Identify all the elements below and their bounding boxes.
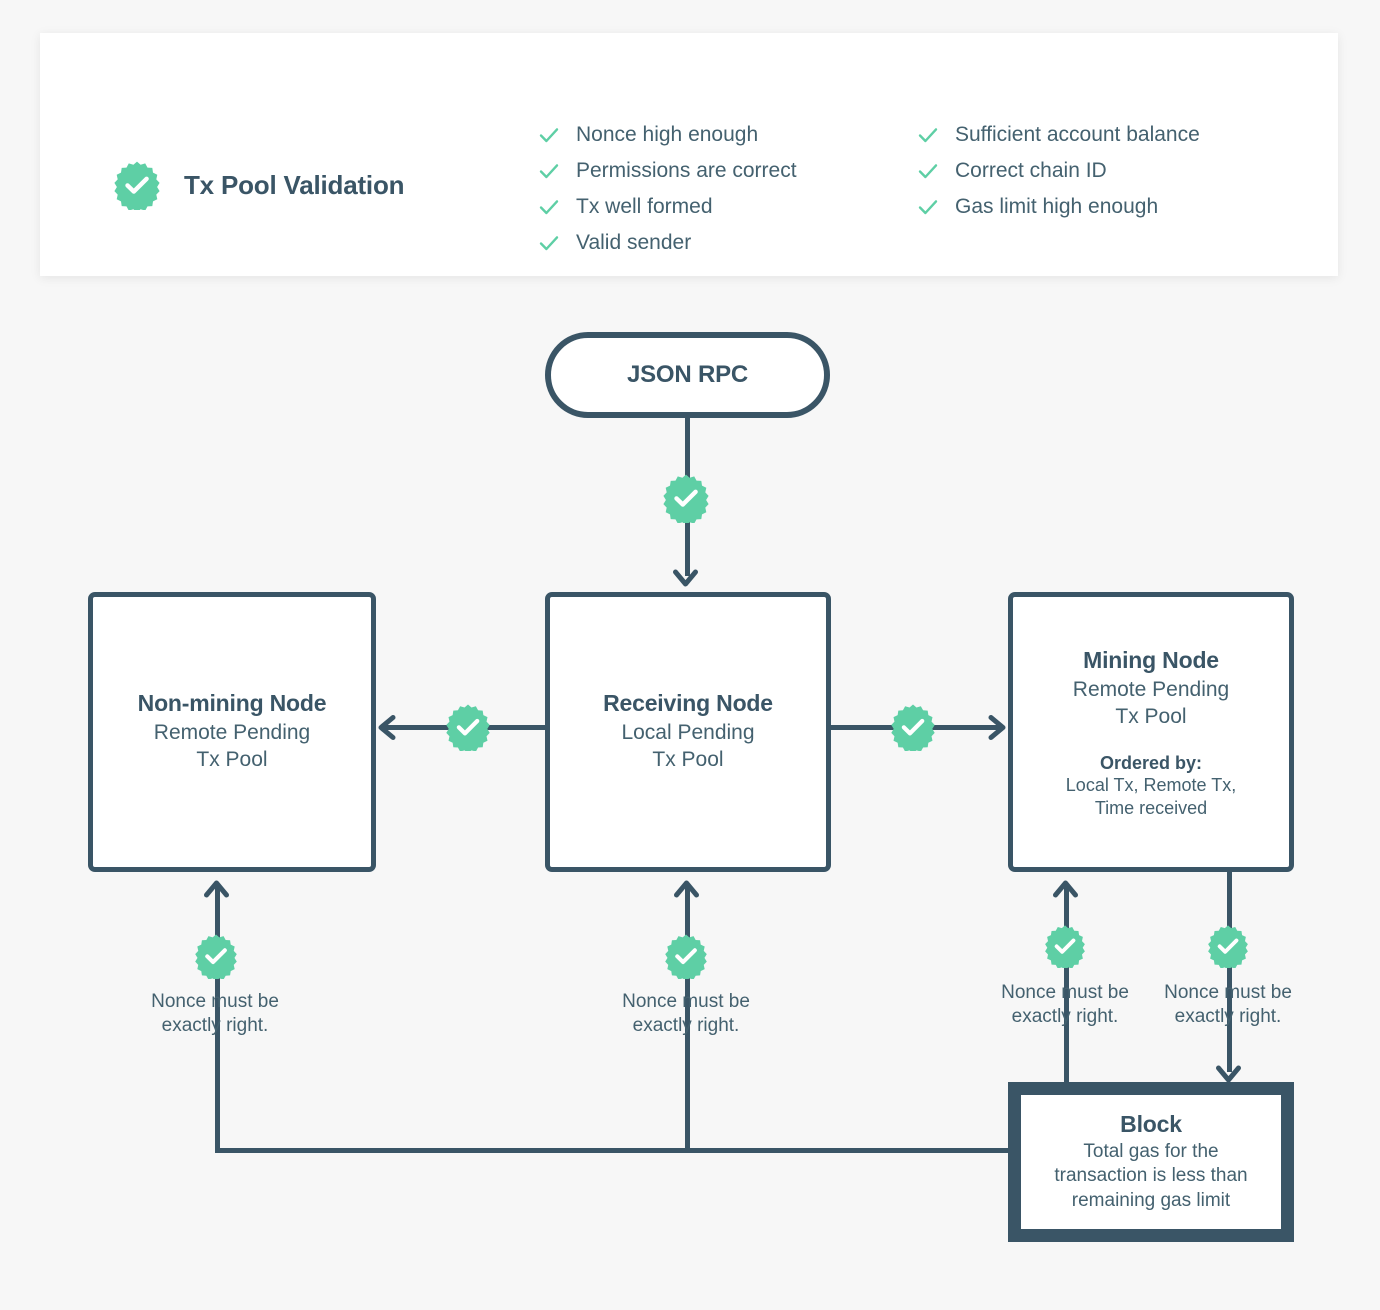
- arrow-right-icon: [981, 714, 1007, 741]
- checklist-item-label: Correct chain ID: [955, 159, 1107, 182]
- note-nonce-left: Nonce must be exactly right.: [151, 991, 279, 1036]
- connector-bus-to-nonmining: [215, 884, 220, 1148]
- check-badge-icon: [193, 933, 239, 982]
- checklist-item: Permissions are correct: [538, 157, 797, 185]
- note-nonce-mining-left: Nonce must be exactly right.: [1001, 982, 1129, 1027]
- node-non-mining-subtitle: Remote Pending Tx Pool: [153, 721, 311, 771]
- connector-mining-to-block: [1227, 870, 1232, 1072]
- note-nonce-center: Nonce must be exactly right.: [622, 991, 750, 1036]
- node-mining[interactable]: Mining Node Remote Pending Tx Pool Order…: [1008, 592, 1294, 872]
- arrow-down-icon: [1215, 1058, 1242, 1084]
- validation-card-title: Tx Pool Validation: [184, 169, 405, 200]
- arrow-up-icon: [203, 879, 230, 905]
- node-non-mining-title: Non-mining Node: [137, 690, 327, 717]
- node-mining-subtitle: Remote Pending Tx Pool: [1072, 678, 1230, 728]
- connector-block-feedback-bus: [215, 1148, 1008, 1153]
- check-mark-icon: [917, 124, 939, 146]
- note-nonce-mining-right: Nonce must be exactly right.: [1164, 982, 1292, 1027]
- node-block-subtitle: Total gas for the transaction is less th…: [1054, 1141, 1248, 1211]
- check-badge-icon: [444, 703, 492, 754]
- node-mining-title: Mining Node: [1083, 647, 1219, 673]
- check-badge-icon: [1206, 924, 1250, 971]
- validation-card-heading: Tx Pool Validation: [112, 160, 405, 213]
- check-badge-icon: [112, 160, 162, 213]
- node-mining-ordered-by-label: Ordered by:: [1099, 752, 1203, 773]
- checklist-item-label: Nonce high enough: [576, 123, 759, 146]
- check-mark-icon: [538, 232, 560, 254]
- tx-pool-validation-card: Tx Pool Validation Nonce high enough Per…: [40, 33, 1338, 276]
- checklist-item-label: Valid sender: [576, 231, 692, 254]
- check-mark-icon: [538, 160, 560, 182]
- node-block[interactable]: Block Total gas for the transaction is l…: [1008, 1082, 1294, 1242]
- checklist-item: Tx well formed: [538, 193, 797, 221]
- validation-checklist-column-1: Nonce high enough Permissions are correc…: [538, 121, 797, 257]
- checklist-item-label: Permissions are correct: [576, 159, 797, 182]
- check-mark-icon: [917, 196, 939, 218]
- checklist-item-label: Tx well formed: [576, 195, 713, 218]
- checklist-item: Valid sender: [538, 229, 797, 257]
- arrow-up-icon: [1052, 879, 1079, 905]
- checklist-item: Correct chain ID: [917, 157, 1200, 185]
- arrow-left-icon: [377, 714, 403, 741]
- node-receiving-subtitle: Local Pending Tx Pool: [621, 721, 755, 771]
- checklist-item: Sufficient account balance: [917, 121, 1200, 149]
- arrow-up-icon: [673, 879, 700, 905]
- node-json-rpc[interactable]: JSON RPC: [545, 332, 830, 418]
- check-badge-icon: [889, 703, 937, 754]
- checklist-item-label: Sufficient account balance: [955, 123, 1200, 146]
- check-badge-icon: [1043, 924, 1087, 971]
- check-mark-icon: [538, 196, 560, 218]
- node-json-rpc-title: JSON RPC: [626, 361, 749, 388]
- node-receiving-title: Receiving Node: [603, 690, 773, 717]
- checklist-item: Gas limit high enough: [917, 193, 1200, 221]
- checklist-item: Nonce high enough: [538, 121, 797, 149]
- check-mark-icon: [538, 124, 560, 146]
- validation-checklist-column-2: Sufficient account balance Correct chain…: [917, 121, 1200, 221]
- node-receiving[interactable]: Receiving Node Local Pending Tx Pool: [545, 592, 831, 872]
- check-badge-icon: [661, 473, 711, 526]
- node-block-title: Block: [1120, 1111, 1182, 1138]
- checklist-item-label: Gas limit high enough: [955, 195, 1159, 218]
- check-badge-icon: [663, 933, 709, 982]
- node-non-mining[interactable]: Non-mining Node Remote Pending Tx Pool: [88, 592, 376, 872]
- arrow-down-icon: [672, 562, 699, 588]
- connector-bus-to-receiving: [685, 884, 690, 1148]
- check-mark-icon: [917, 160, 939, 182]
- connector-bus-to-mining: [1064, 884, 1069, 1148]
- node-mining-ordered-by-value: Local Tx, Remote Tx, Time received: [1065, 774, 1237, 819]
